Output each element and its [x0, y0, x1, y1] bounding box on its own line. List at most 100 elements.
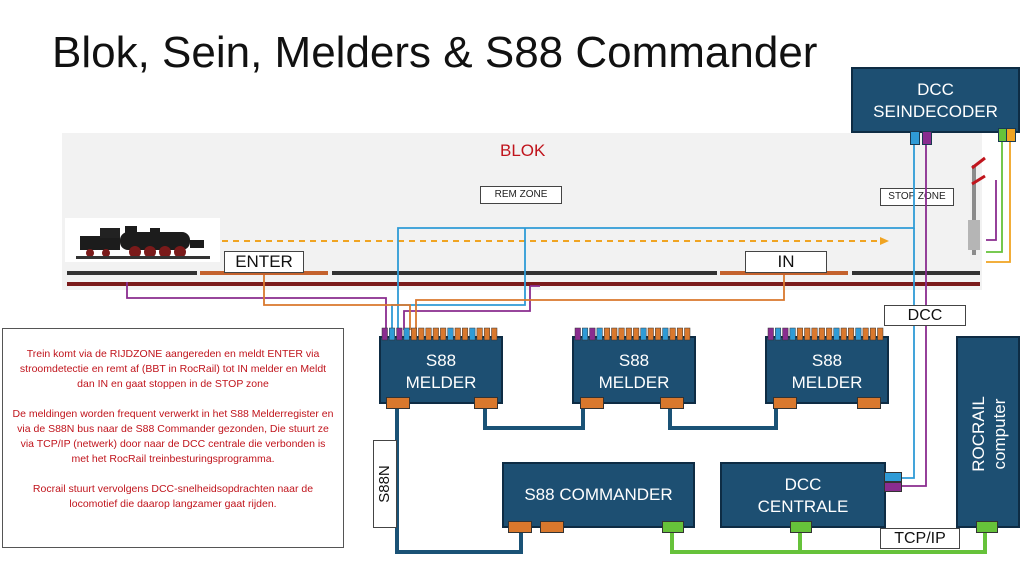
melder-3-pin [862, 327, 869, 341]
melder-2-pin [647, 327, 654, 341]
track-rail-bottom [67, 282, 980, 286]
s88-commander-box: S88 COMMANDER [502, 462, 695, 528]
wire-orange [263, 275, 785, 330]
melder-1-connector-left [386, 397, 410, 409]
s88-melder-3-line1: S88 [811, 351, 843, 370]
page-title: Blok, Sein, Melders & S88 Commander [52, 28, 818, 77]
train-direction-arrow [222, 237, 889, 245]
track-segment-in [720, 271, 848, 275]
dcc-seindecoder-line2: SEINDECODER [873, 102, 998, 121]
melder-3-pin [833, 327, 840, 341]
melder-3-pin [767, 327, 774, 341]
melder-1-pin [432, 327, 439, 341]
dcc-label: DCC [884, 305, 966, 326]
tcpip-bus [670, 532, 987, 554]
melder-2-pin [603, 327, 610, 341]
signal-icon [968, 156, 986, 260]
in-label: IN [745, 251, 827, 273]
melder-2-pin [582, 327, 589, 341]
block-area [62, 133, 982, 290]
melder-1-pin [469, 327, 476, 341]
s88-melder-2-line1: S88 [618, 351, 650, 370]
melder-3-pin [877, 327, 884, 341]
s88-melder-2: S88 MELDER [572, 336, 696, 404]
melder-3-pin [818, 327, 825, 341]
melder-3-pin [855, 327, 862, 341]
rocrail-computer-box: ROCRAIL computer [956, 336, 1020, 528]
wire-purple [126, 140, 927, 487]
connector-purple [922, 131, 932, 145]
s88-melder-3-line2: MELDER [791, 373, 863, 392]
melder-3-pin [789, 327, 796, 341]
track-segment-enter [200, 271, 328, 275]
melder-1-pin [418, 327, 425, 341]
track-segment-rijdzone [67, 271, 197, 275]
centrale-connector-purple [884, 482, 902, 492]
centrale-connector-network [790, 521, 812, 533]
melder-3-pin [782, 327, 789, 341]
melder-2-pin [662, 327, 669, 341]
s88-melder-2-line2: MELDER [598, 373, 670, 392]
melder-1-pin [440, 327, 447, 341]
info-paragraph-1: Trein komt via de RIJDZONE aangereden en… [19, 348, 327, 390]
melder-1-pin [483, 327, 490, 341]
melder-1-pin [410, 327, 417, 341]
melder-1-pin [381, 327, 388, 341]
melder-3-pin [848, 327, 855, 341]
melder-3-pin [826, 327, 833, 341]
tcpip-label: TCP/IP [880, 528, 960, 549]
melder-3-pin [840, 327, 847, 341]
melder-3-pin [869, 327, 876, 341]
rocrail-connector-network [976, 521, 998, 533]
enter-label: ENTER [224, 251, 304, 273]
dcc-seindecoder-line1: DCC [917, 80, 954, 99]
block-label: BLOK [500, 141, 546, 160]
melder-1-pin [491, 327, 498, 341]
centrale-connector-blue [884, 472, 902, 482]
track-segment-stop [852, 271, 980, 275]
melder-2-pin [640, 327, 647, 341]
s88n-label: S88N [373, 440, 397, 528]
melder-1-pin [425, 327, 432, 341]
melder-2-connector-right [660, 397, 684, 409]
melder-3-pin [775, 327, 782, 341]
dcc-centrale-box: DCC CENTRALE [720, 462, 886, 528]
melder-1-pin [447, 327, 454, 341]
commander-connector-network [662, 521, 684, 533]
melder-2-pin [618, 327, 625, 341]
connector-yellow [1006, 128, 1016, 142]
melder-1-pin [454, 327, 461, 341]
connector-blue [910, 131, 920, 145]
stop-zone-label: STOP ZONE [880, 188, 954, 206]
melder-2-pin [684, 327, 691, 341]
dcc-centrale-line1: DCC [784, 475, 822, 494]
s88-melder-3: S88 MELDER [765, 336, 889, 404]
dcc-seindecoder-box: DCC SEINDECODER [851, 67, 1020, 133]
locomotive-icon [65, 218, 220, 262]
melder-3-connector-left [773, 397, 797, 409]
melder-2-pin [655, 327, 662, 341]
melder-1-pin [396, 327, 403, 341]
rocrail-label: ROCRAIL computer [968, 338, 1012, 530]
melder-2-pin [596, 327, 603, 341]
commander-connector-2 [540, 521, 564, 533]
s88-melder-1-line1: S88 [425, 351, 457, 370]
melder-1-pin [403, 327, 410, 341]
melder-3-pin [796, 327, 803, 341]
melder-2-pin [625, 327, 632, 341]
rocrail-line1: ROCRAIL [969, 396, 988, 472]
melder-2-pin [669, 327, 676, 341]
melder-3-pin [811, 327, 818, 341]
s88-melder-1-line2: MELDER [405, 373, 477, 392]
s88n-label-text: S88N [376, 465, 393, 503]
rem-zone-label: REM ZONE [480, 186, 562, 204]
melder-2-pin [633, 327, 640, 341]
melder-1-connector-right [474, 397, 498, 409]
melder-1-pin [389, 327, 396, 341]
melder-1-pin [462, 327, 469, 341]
s88n-bus [395, 408, 778, 554]
melder-2-pin [676, 327, 683, 341]
melder-1-pin [476, 327, 483, 341]
